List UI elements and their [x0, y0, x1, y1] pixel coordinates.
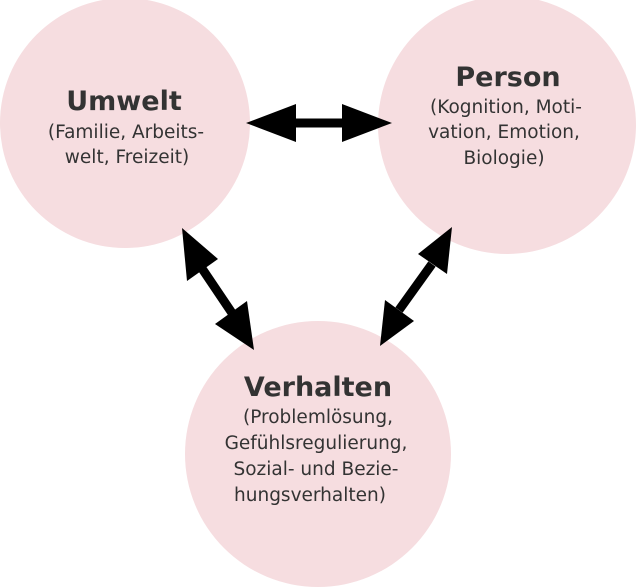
person-desc-line-2: vation, Emotion, [428, 122, 580, 143]
verhalten-title: Verhalten [244, 372, 392, 403]
verhalten-desc-line-4: hungsverhalten) [234, 485, 386, 506]
person-title: Person [455, 62, 560, 93]
umwelt-label-group: Umwelt (Familie, Arbeits- welt, Freizeit… [48, 86, 204, 168]
person-desc-line-3: Biologie) [463, 148, 544, 169]
umwelt-circle [0, 0, 250, 248]
verhalten-desc-line-3: Sozial- und Bezie- [233, 459, 398, 480]
umwelt-desc-line-1: (Familie, Arbeits- [48, 122, 204, 143]
verhalten-desc-line-1: (Problemlösung, [243, 407, 393, 428]
umwelt-desc-line-2: welt, Freizeit) [65, 147, 189, 168]
umwelt-title: Umwelt [66, 86, 182, 117]
arrow-umwelt-verhalten [182, 228, 254, 350]
person-label-group: Person (Kognition, Moti- vation, Emotion… [428, 62, 582, 169]
verhalten-circle [185, 321, 451, 587]
person-desc-line-1: (Kognition, Moti- [430, 97, 582, 118]
person-circle [378, 0, 636, 254]
arrow-person-verhalten [380, 227, 452, 346]
arrow-umwelt-person [246, 104, 392, 142]
verhalten-desc-line-2: Gefühlsregulierung, [225, 433, 408, 454]
verhalten-label-group: Verhalten (Problemlösung, Gefühlsregulie… [225, 372, 408, 506]
